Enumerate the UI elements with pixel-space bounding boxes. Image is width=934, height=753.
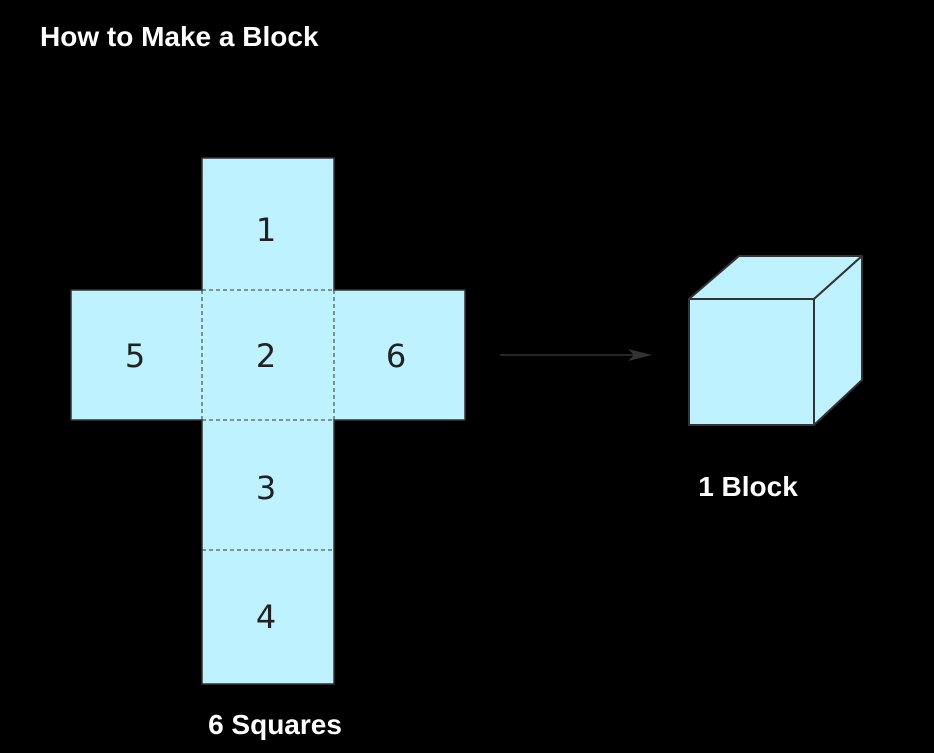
face-label-1: 1	[256, 211, 276, 249]
block-caption: 1 Block	[698, 471, 798, 502]
right-arrow-icon	[500, 349, 652, 361]
page-title: How to Make a Block	[40, 21, 319, 52]
face-label-4: 4	[256, 598, 276, 636]
cube-net: 1 5 2 6 3 4	[70, 157, 466, 685]
face-label-2: 2	[256, 337, 276, 375]
face-label-6: 6	[386, 337, 406, 375]
net-caption: 6 Squares	[208, 709, 342, 740]
face-label-3: 3	[256, 469, 276, 507]
cube-front-face	[688, 298, 815, 426]
fold-lines	[201, 289, 335, 551]
cube-icon	[688, 255, 863, 426]
face-label-5: 5	[125, 337, 145, 375]
